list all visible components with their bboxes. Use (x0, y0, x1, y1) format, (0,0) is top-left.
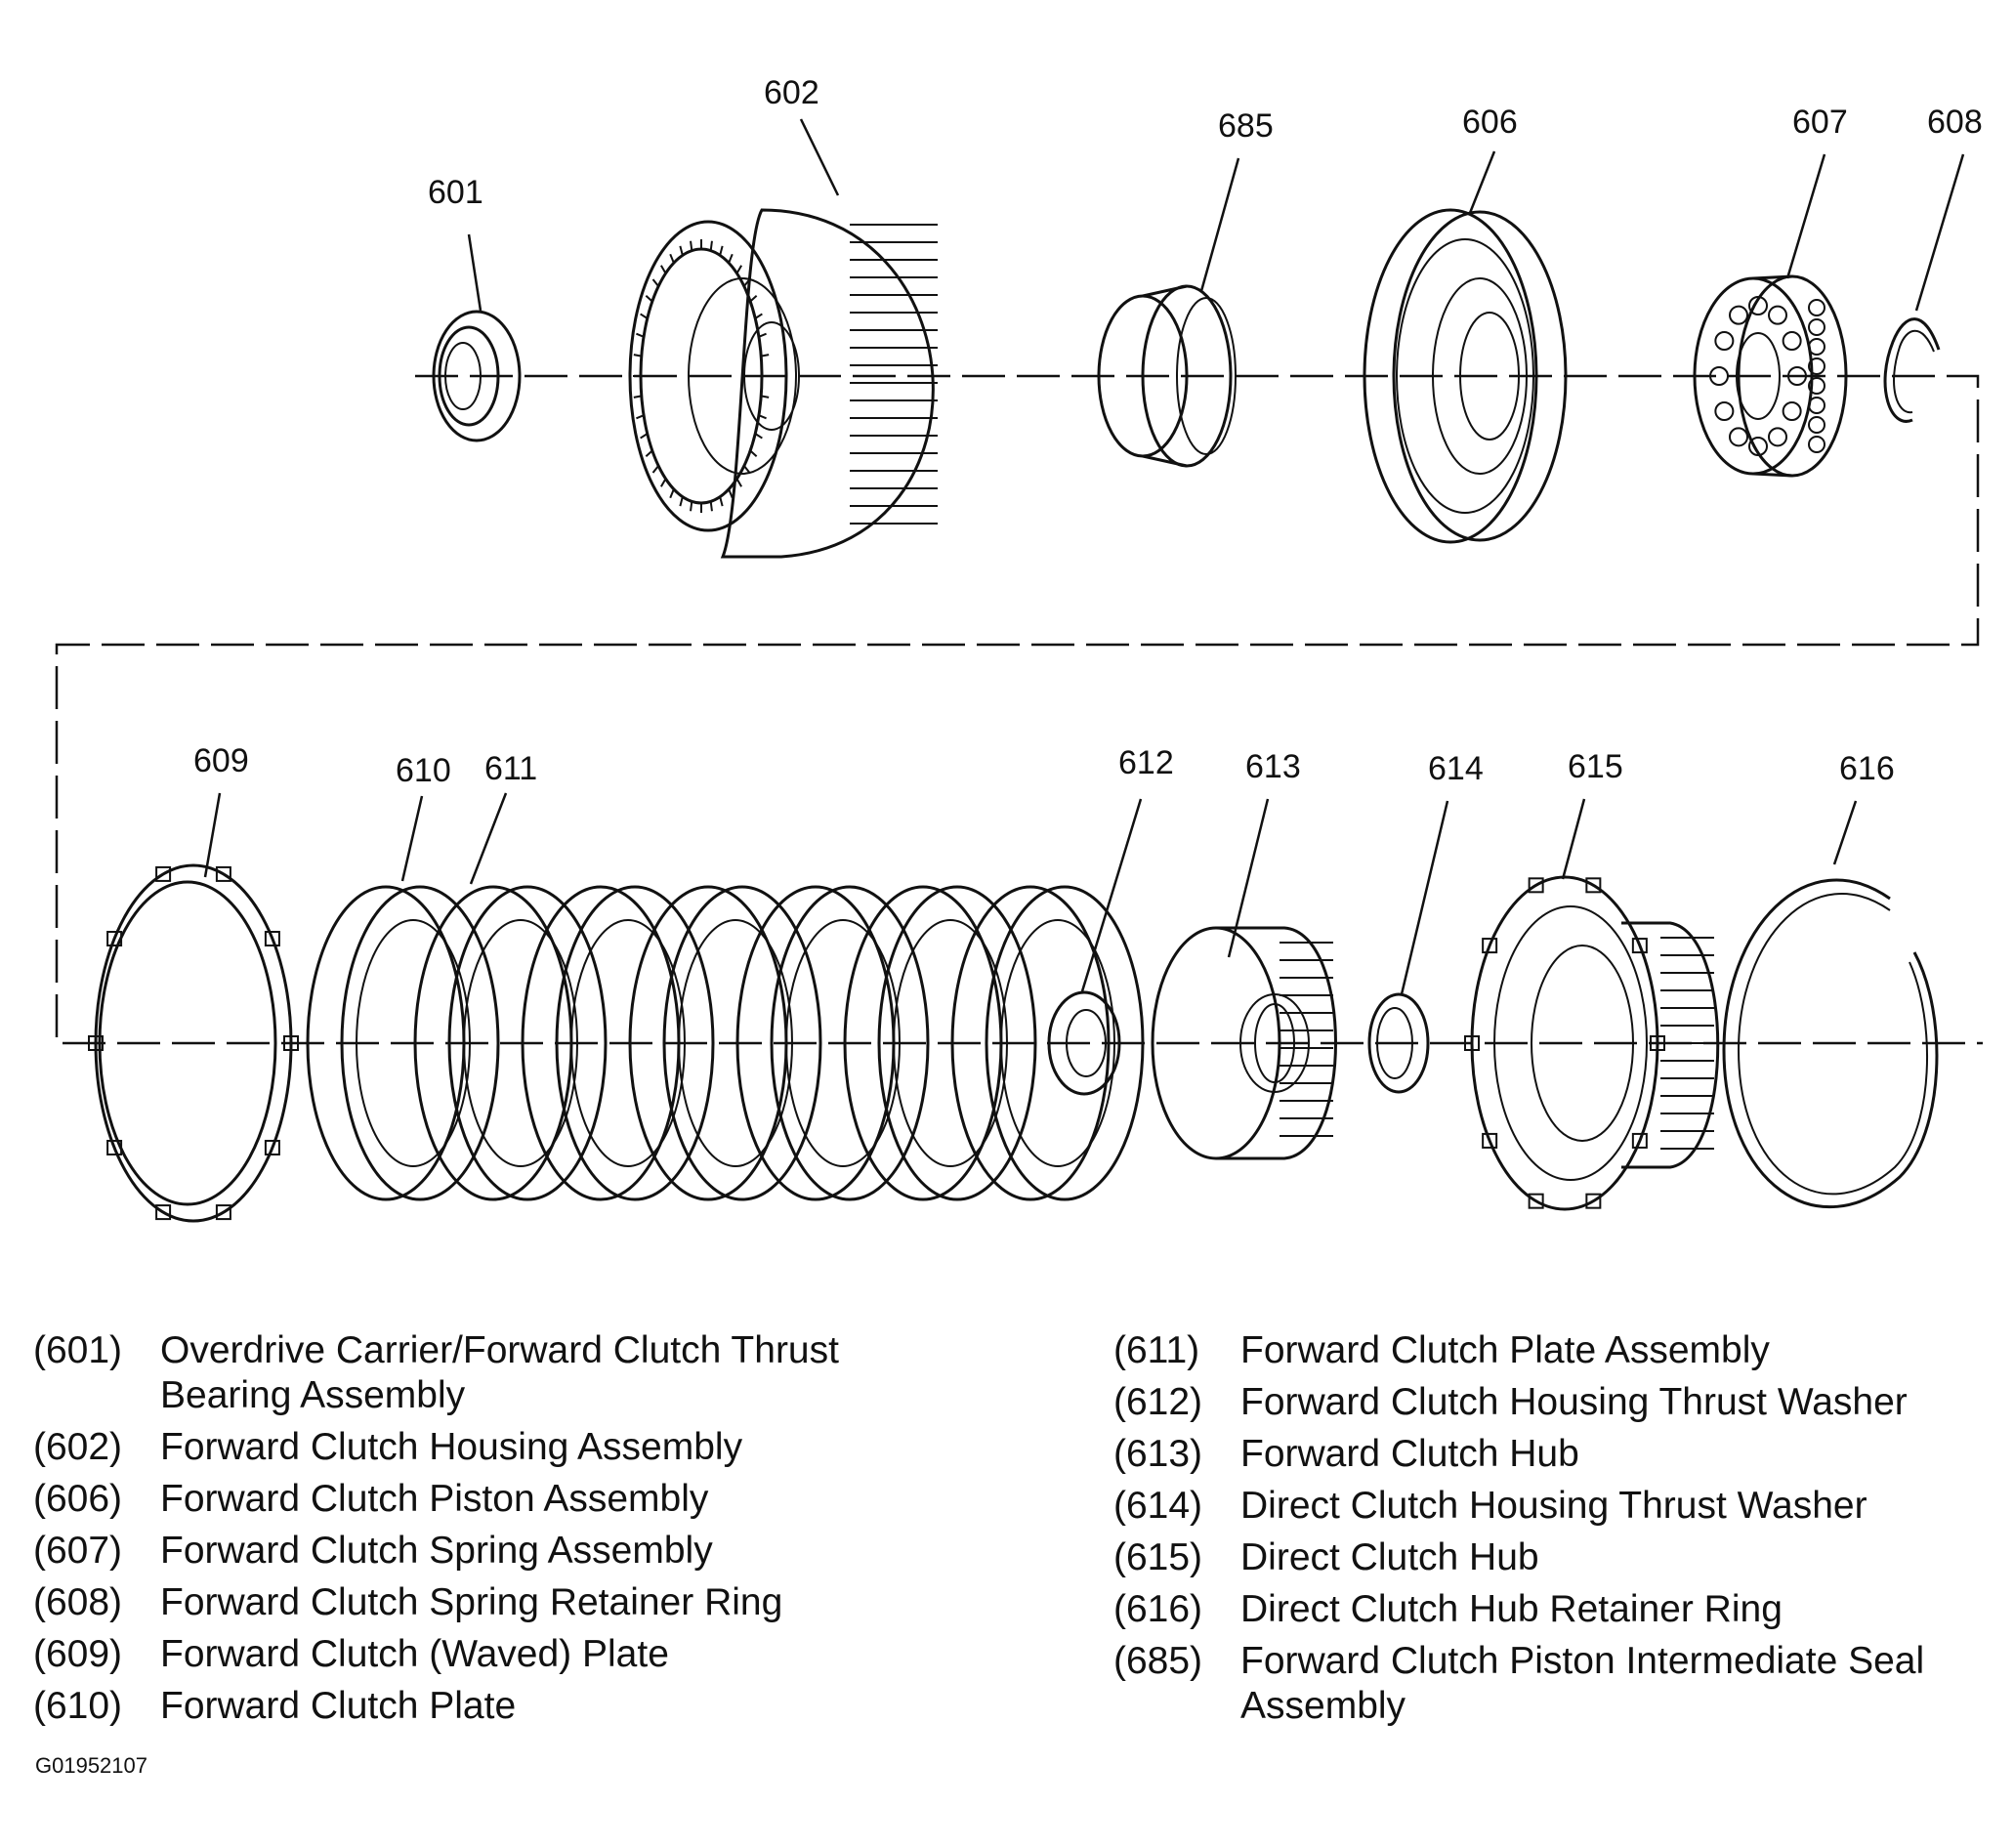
callout-602: 602 (764, 74, 819, 111)
part-602-clutch-housing (628, 208, 938, 559)
legend-item: (602)Forward Clutch Housing Assembly (33, 1426, 743, 1468)
legend-item: (685)Forward Clutch Piston Intermediate … (1113, 1640, 1925, 1727)
legend-item: (613)Forward Clutch Hub (1113, 1433, 1579, 1475)
callout-615: 615 (1568, 748, 1623, 785)
assembly-axis (55, 374, 1983, 1045)
callout-613: 613 (1245, 748, 1301, 785)
callout-607: 607 (1792, 104, 1848, 141)
diagram-svg: 601 602 685 606 607 608 609 610 611 612 … (55, 74, 1983, 1223)
callout-616: 616 (1839, 750, 1895, 787)
callout-608: 608 (1927, 104, 1983, 141)
callout-numbers: 601 602 685 606 607 608 609 610 611 612 … (193, 74, 1983, 789)
part-607-spring-assembly (1693, 274, 1848, 478)
part-610-611-clutch-pack (306, 885, 1145, 1201)
callout-610: 610 (396, 752, 451, 789)
legend-item: (611)Forward Clutch Plate Assembly (1113, 1329, 1770, 1371)
part-685-intermediate-seal (1097, 284, 1237, 468)
callout-609: 609 (193, 742, 249, 779)
leader-lines (203, 118, 1965, 995)
legend-item: (610)Forward Clutch Plate (33, 1685, 517, 1727)
legend-item: (616)Direct Clutch Hub Retainer Ring (1113, 1588, 1783, 1630)
part-601-thrust-bearing (432, 310, 522, 442)
legend-item: (609)Forward Clutch (Waved) Plate (33, 1633, 669, 1675)
legend-item: (606)Forward Clutch Piston Assembly (33, 1478, 709, 1520)
figure-code: G01952107 (35, 1753, 147, 1778)
legend-column-right: (611)Forward Clutch Plate Assembly (612)… (1113, 1328, 1993, 1736)
part-612-thrust-washer (1047, 990, 1121, 1096)
callout-685: 685 (1218, 107, 1274, 145)
callout-614: 614 (1428, 750, 1484, 787)
part-616-retainer-ring (1722, 878, 1939, 1209)
legend-item: (601)Overdrive Carrier/Forward Clutch Th… (33, 1329, 839, 1416)
callout-611: 611 (484, 750, 537, 787)
part-606-clutch-piston (1363, 208, 1568, 544)
legend-item: (615)Direct Clutch Hub (1113, 1536, 1539, 1578)
parts-legend: (601)Overdrive Carrier/Forward Clutch Th… (0, 1328, 2014, 1797)
exploded-view-diagram: 601 602 685 606 607 608 609 610 611 612 … (55, 74, 1983, 1223)
part-615-direct-clutch-hub (1464, 875, 1720, 1211)
part-613-forward-clutch-hub (1151, 926, 1337, 1160)
callout-601: 601 (428, 174, 483, 211)
callout-606: 606 (1462, 104, 1518, 141)
legend-column-left: (601)Overdrive Carrier/Forward Clutch Th… (33, 1328, 971, 1736)
legend-item: (612)Forward Clutch Housing Thrust Washe… (1113, 1381, 1908, 1423)
part-608-retainer-ring (1883, 317, 1941, 423)
callout-612: 612 (1118, 744, 1174, 781)
part-609-waved-plate (88, 863, 299, 1223)
legend-item: (614)Direct Clutch Housing Thrust Washer (1113, 1485, 1867, 1527)
legend-item: (608)Forward Clutch Spring Retainer Ring (33, 1581, 783, 1623)
legend-item: (607)Forward Clutch Spring Assembly (33, 1530, 713, 1572)
part-614-thrust-washer (1367, 992, 1430, 1094)
